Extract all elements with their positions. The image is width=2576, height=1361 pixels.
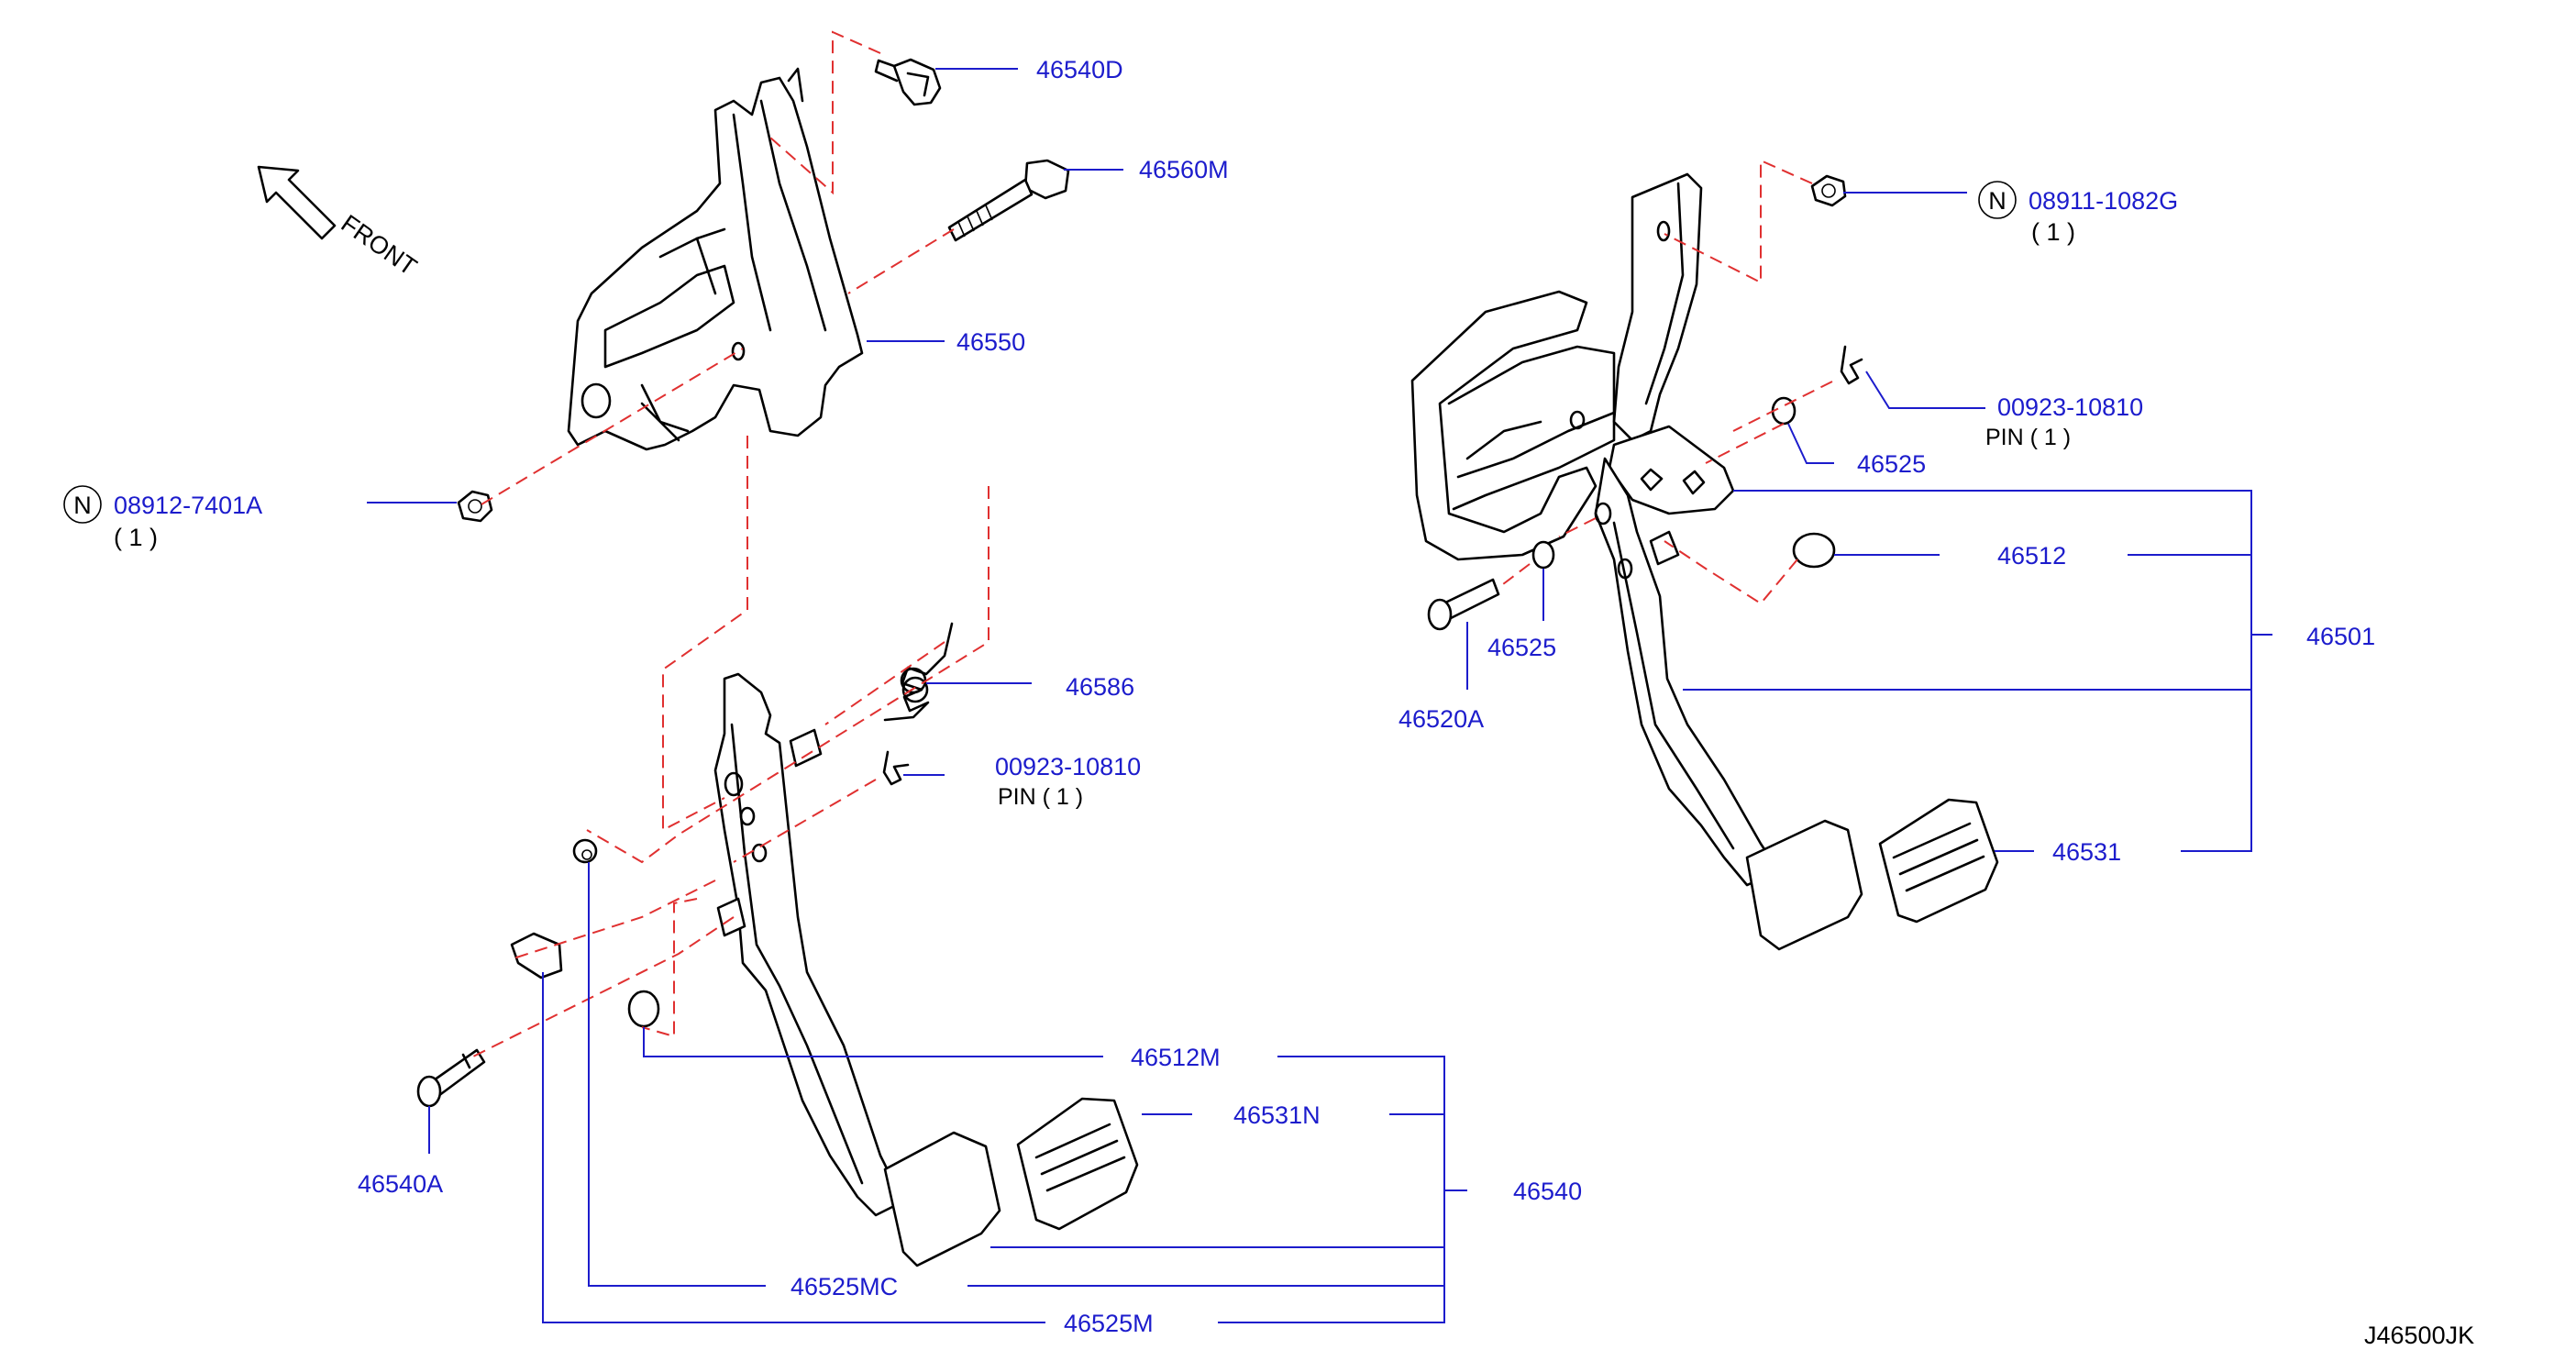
n-symbol-left-icon: N xyxy=(63,485,102,524)
label-08912-qty: ( 1 ) xyxy=(114,524,158,551)
diagram-code: J46500JK xyxy=(2364,1322,2474,1349)
pedal-pad-46531n-icon xyxy=(1016,1097,1139,1231)
svg-text:N: N xyxy=(1988,187,2007,215)
pedal-bracket-46550 xyxy=(567,67,864,451)
pin-00923-right-icon xyxy=(1840,345,1863,385)
bolt-46560m-icon xyxy=(947,159,1070,242)
label-46531: 46531 xyxy=(2052,838,2121,866)
bushing-46525mc-icon xyxy=(572,838,598,864)
label-00923-10810-right: 00923-10810 xyxy=(1997,393,2143,421)
label-46525mc: 46525MC xyxy=(790,1273,898,1300)
label-46525-right-top: 46525 xyxy=(1857,450,1926,478)
label-08912-7401a: 08912-7401A xyxy=(114,492,262,519)
bolt-46540d-icon xyxy=(874,58,942,106)
assembly-lines xyxy=(467,30,1833,1060)
label-46520a: 46520A xyxy=(1399,705,1484,733)
label-46540a: 46540A xyxy=(358,1170,443,1198)
pedal-pad-46531-icon xyxy=(1878,798,1999,924)
label-46560m: 46560M xyxy=(1139,156,1229,183)
label-00923-10810-left: 00923-10810 xyxy=(995,753,1141,780)
label-46586: 46586 xyxy=(1066,673,1134,701)
front-arrow-icon xyxy=(257,165,337,240)
pin-00923-left-icon xyxy=(882,750,910,786)
label-pin-left: PIN ( 1 ) xyxy=(998,784,1083,810)
pedal-pad-installed-left xyxy=(883,1131,1001,1267)
label-46501: 46501 xyxy=(2306,623,2375,650)
clevis-pin-46540a-icon xyxy=(416,1048,486,1108)
label-46512m: 46512M xyxy=(1131,1044,1221,1071)
clevis-pin-46520a-icon xyxy=(1427,578,1500,631)
label-08911-qty: ( 1 ) xyxy=(2031,218,2075,246)
label-46540: 46540 xyxy=(1513,1178,1582,1205)
stopper-46512-icon xyxy=(1792,532,1836,569)
pedal-assembly-46501 xyxy=(1410,172,1781,887)
clutch-pedal-46540 xyxy=(713,672,905,1217)
bushing-46525-low-icon xyxy=(1531,540,1555,570)
nut-08911-icon xyxy=(1810,174,1847,207)
label-46512: 46512 xyxy=(1997,542,2066,570)
leader-lines xyxy=(367,68,2272,1323)
label-46525-right-low: 46525 xyxy=(1487,634,1556,661)
n-symbol-right-icon: N xyxy=(1978,181,2017,219)
label-46540d: 46540D xyxy=(1036,56,1123,83)
stopper-46525m-icon xyxy=(510,932,563,979)
label-pin-right: PIN ( 1 ) xyxy=(1985,425,2071,450)
label-08911-1082g: 08911-1082G xyxy=(2029,187,2178,215)
nut-08912-icon xyxy=(457,490,493,523)
label-46531n: 46531N xyxy=(1233,1101,1321,1129)
label-46550: 46550 xyxy=(956,328,1025,356)
spring-46586-icon xyxy=(883,622,954,722)
label-46525m: 46525M xyxy=(1064,1310,1154,1337)
bushing-46512m-icon xyxy=(627,990,660,1028)
front-label: FRONT xyxy=(337,209,422,281)
svg-text:N: N xyxy=(73,492,92,519)
pedal-pad-installed-right xyxy=(1745,819,1863,951)
